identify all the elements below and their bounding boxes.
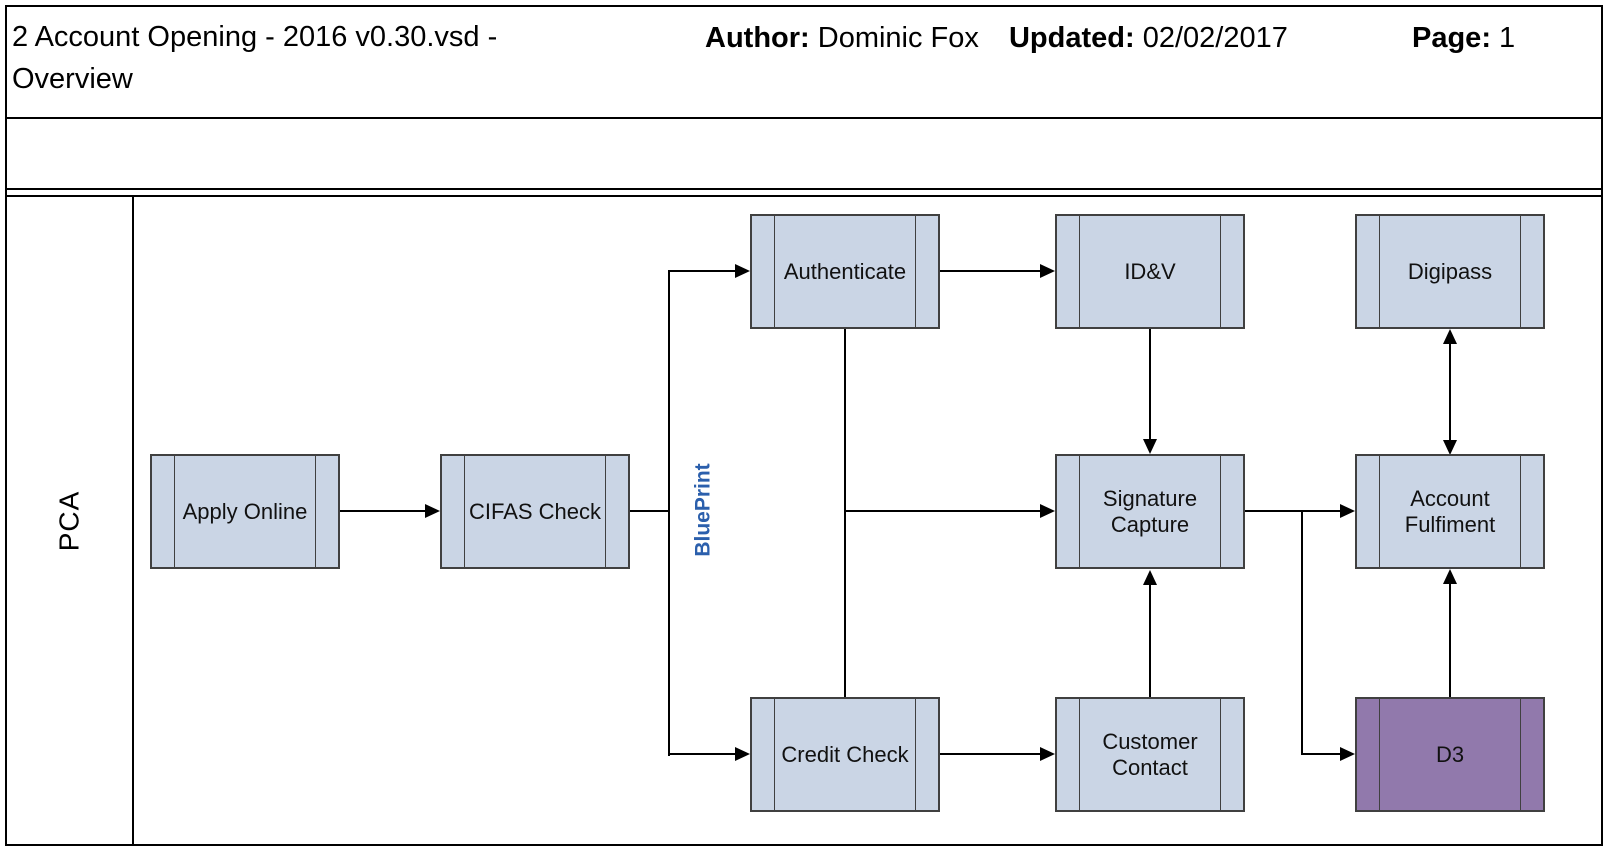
connector-apply-to-cifas: [340, 510, 426, 512]
node-customer-contact[interactable]: Customer Contact: [1055, 697, 1245, 812]
updated-label: Updated:: [1008, 22, 1135, 54]
page-number: Page: 1: [1412, 22, 1515, 55]
page-title: 2 Account Opening - 2016 v0.30.vsd - Ove…: [12, 21, 498, 95]
arrowhead-into-signature-left: [1040, 504, 1055, 518]
arrowhead-into-idv: [1040, 264, 1055, 278]
arrowhead-into-credit-check: [735, 747, 750, 761]
connector-branch-to-d3: [1301, 753, 1341, 755]
node-label: ID&V: [1124, 258, 1176, 284]
blueprint-annotation: BluePrint: [676, 405, 732, 615]
connector-branch-to-d3-vertical: [1301, 511, 1303, 754]
subheader-divider: [5, 188, 1603, 190]
node-label: Credit Check: [781, 741, 909, 767]
arrowhead-into-digipass: [1443, 329, 1457, 344]
node-idv[interactable]: ID&V: [1055, 214, 1245, 329]
node-label: Apply Online: [182, 498, 308, 524]
node-apply-online[interactable]: Apply Online: [150, 454, 340, 569]
arrowhead-into-customer-contact: [1040, 747, 1055, 761]
document-meta: Author: Dominic Fox Updated: 02/02/2017: [705, 22, 1288, 55]
arrowhead-into-d3: [1340, 747, 1355, 761]
node-d3[interactable]: D3: [1355, 697, 1545, 812]
node-label: Account Fulfiment: [1404, 485, 1496, 537]
node-label: D3: [1435, 741, 1465, 767]
arrowhead-into-account-left: [1340, 504, 1355, 518]
connector-branch-vertical: [668, 270, 670, 756]
node-label: Customer Contact: [1102, 728, 1198, 780]
node-account-fulfiment[interactable]: Account Fulfiment: [1355, 454, 1545, 569]
arrowhead-into-signature-bottom: [1143, 570, 1157, 585]
blueprint-label: BluePrint: [692, 463, 715, 557]
connector-authenticate-to-credit-check: [844, 329, 846, 697]
node-signature-capture[interactable]: Signature Capture: [1055, 454, 1245, 569]
updated-value: 02/02/2017: [1142, 22, 1288, 54]
node-label: Digipass: [1407, 258, 1493, 284]
arrowhead-into-cifas: [425, 504, 440, 518]
node-digipass[interactable]: Digipass: [1355, 214, 1545, 329]
swimlane-pca: PCA: [7, 197, 132, 844]
node-label: Authenticate: [783, 258, 907, 284]
node-authenticate[interactable]: Authenticate: [750, 214, 940, 329]
connector-branch-to-authenticate: [670, 270, 736, 272]
author-label: Author:: [705, 22, 810, 54]
connector-branch-to-credit-check: [670, 753, 736, 755]
arrowhead-into-account-top: [1443, 440, 1457, 455]
connector-credit-to-customer: [940, 753, 1040, 755]
node-credit-check[interactable]: Credit Check: [750, 697, 940, 812]
arrowhead-into-authenticate: [735, 264, 750, 278]
connector-signature-to-account: [1245, 510, 1341, 512]
connector-d3-to-account: [1449, 583, 1451, 697]
lane-label-divider: [132, 195, 134, 846]
connector-customer-to-signature: [1149, 584, 1151, 697]
node-label: CIFAS Check: [468, 498, 602, 524]
page-border: [5, 5, 1603, 846]
page-value: 1: [1499, 22, 1516, 54]
author-value: Dominic Fox: [817, 22, 979, 54]
connector-digipass-account: [1449, 342, 1451, 441]
connector-idv-to-signature: [1149, 329, 1151, 441]
page-label: Page:: [1412, 22, 1491, 54]
arrowhead-into-account-bottom: [1443, 569, 1457, 584]
lane-top-border: [5, 195, 1603, 197]
header-divider: [5, 117, 1603, 119]
connector-branch-to-signature: [846, 510, 1041, 512]
swimlane-label: PCA: [53, 490, 85, 551]
connector-authenticate-to-idv: [940, 270, 1040, 272]
node-label: Signature Capture: [1102, 485, 1198, 537]
arrowhead-into-signature-top: [1143, 439, 1157, 454]
connector-cifas-stub: [630, 510, 670, 512]
node-cifas-check[interactable]: CIFAS Check: [440, 454, 630, 569]
